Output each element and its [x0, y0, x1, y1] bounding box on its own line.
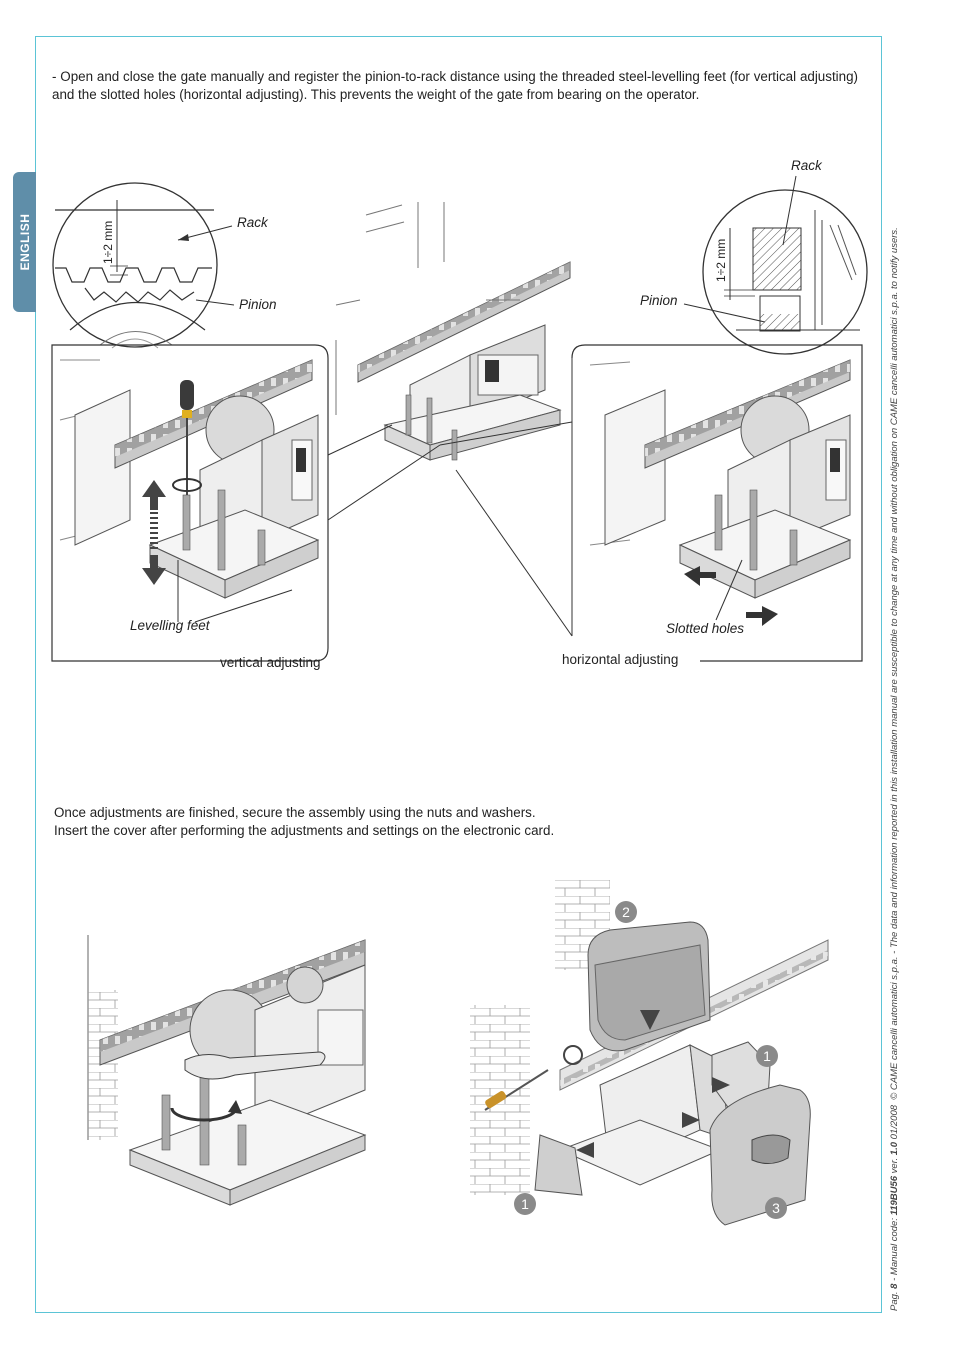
manual-code-label: - Manual code:: [889, 1218, 900, 1281]
version-label: ver.: [889, 1157, 900, 1174]
horizontal-adjusting-panel: Slotted holes horizontal adjusting: [439, 344, 863, 667]
overview-drawing: [335, 202, 571, 461]
vertical-adjusting-caption: vertical adjusting: [220, 655, 321, 670]
svg-text:2: 2: [622, 904, 630, 920]
closing-line-2: Insert the cover after performing the ad…: [54, 823, 555, 838]
page-number: 8: [889, 1283, 900, 1289]
right-rack-label: Rack: [791, 158, 823, 173]
footer-note: Pag. 8 - Manual code: 119BU56 ver. 1.0 0…: [889, 227, 900, 1311]
slotted-holes-label: Slotted holes: [666, 621, 744, 636]
closing-paragraph: Once adjustments are finished, secure th…: [54, 804, 834, 840]
left-pinion-label: Pinion: [239, 297, 277, 312]
cover-installation-drawing: [470, 880, 829, 1226]
right-gap-label: 1÷2 mm: [714, 239, 728, 282]
left-rack-label: Rack: [237, 215, 269, 230]
right-pinion-label: Pinion: [640, 293, 678, 308]
svg-text:3: 3: [772, 1200, 780, 1216]
right-detail-circle: 1÷2 mm Rack Pinion: [640, 158, 868, 355]
language-tab: ENGLISH: [13, 172, 36, 312]
closing-line-1: Once adjustments are finished, secure th…: [54, 805, 536, 820]
svg-text:1: 1: [521, 1196, 529, 1212]
left-detail-circle: 1÷2 mm Rack Pinion: [52, 182, 277, 349]
date: 01/2008: [889, 1104, 900, 1140]
horizontal-adjusting-caption: horizontal adjusting: [562, 652, 678, 667]
step-marker-2: 2: [615, 901, 637, 923]
version: 1.0: [889, 1141, 900, 1156]
securing-drawing: [87, 935, 367, 1206]
step-marker-3: 3: [765, 1197, 787, 1219]
levelling-feet-label: Levelling feet: [130, 618, 211, 633]
svg-text:1: 1: [763, 1048, 771, 1064]
vertical-adjusting-panel: Levelling feet vertical adjusting: [51, 344, 441, 670]
left-gap-label: 1÷2 mm: [101, 221, 115, 264]
step-marker-1-right: 1: [756, 1045, 778, 1067]
intro-paragraph: - Open and close the gate manually and r…: [52, 69, 858, 102]
page-prefix: Pag.: [889, 1291, 900, 1311]
copyright: © CAME cancelli automatici s.p.a. - The …: [889, 227, 900, 1100]
manual-code: 119BU56: [889, 1175, 900, 1216]
step-marker-1-left: 1: [514, 1193, 536, 1215]
page-frame: [35, 36, 882, 1313]
